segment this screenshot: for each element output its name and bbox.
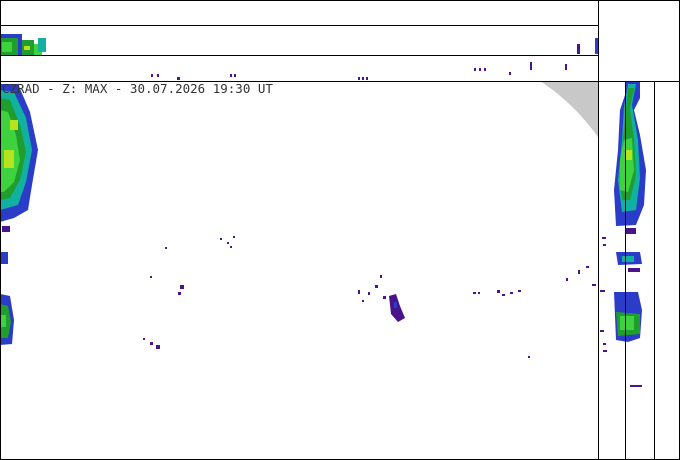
no-coverage-area [540, 81, 598, 137]
plan-view-echoes-west [0, 84, 38, 345]
radar-caption: CZRAD - Z: MAX - 30.07.2026 19:30 UT [2, 81, 273, 96]
top-profile-echoes [0, 34, 598, 80]
plan-view-echoes-scattered [143, 236, 596, 358]
right-profile-echoes [600, 81, 646, 387]
